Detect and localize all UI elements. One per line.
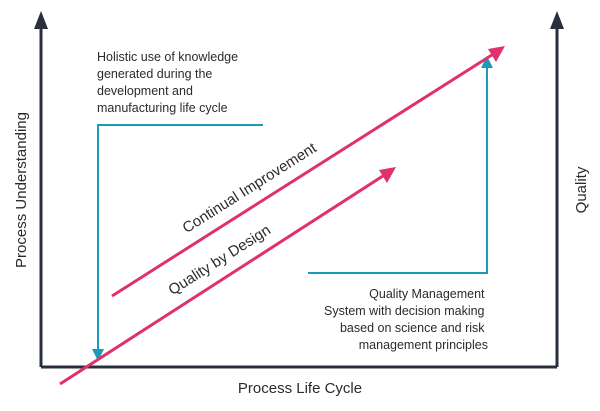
axes bbox=[34, 11, 564, 369]
qms-note-line-4: management principles bbox=[359, 338, 488, 352]
qms-note-line-1: Quality Management bbox=[369, 287, 485, 301]
quality-by-design-label: Quality by Design bbox=[165, 222, 273, 299]
teal-connectors bbox=[92, 56, 493, 361]
qms-connector-arrowhead bbox=[481, 56, 493, 68]
x-axis-label: Process Life Cycle bbox=[238, 380, 362, 397]
knowledge-connector-line bbox=[97, 124, 263, 350]
knowledge-connector-arrowhead bbox=[92, 349, 104, 361]
continual-improvement-arrow-shaft bbox=[111, 51, 496, 298]
qms-connector-line bbox=[308, 67, 488, 274]
knowledge-note-line-1: Holistic use of knowledge bbox=[97, 50, 238, 64]
y-right-axis-label: Quality bbox=[573, 166, 590, 213]
pink-arrows bbox=[59, 46, 505, 386]
knowledge-note-line-3: development and bbox=[97, 84, 193, 98]
qms-note-line-3: based on science and risk bbox=[340, 321, 485, 335]
knowledge-note: Holistic use of knowledge generated duri… bbox=[97, 50, 242, 115]
left-axis-arrowhead bbox=[34, 11, 48, 29]
knowledge-note-line-2: generated during the bbox=[97, 67, 212, 81]
qms-note-line-2: System with decision making bbox=[324, 304, 485, 318]
y-left-axis-label: Process Understanding bbox=[13, 112, 30, 268]
quality-by-design-arrowhead bbox=[379, 167, 396, 183]
quality-by-design-arrow-shaft bbox=[59, 172, 387, 386]
right-axis-arrowhead bbox=[550, 11, 564, 29]
continual-improvement-arrowhead bbox=[488, 46, 505, 62]
knowledge-note-line-4: manufacturing life cycle bbox=[97, 101, 228, 115]
continual-improvement-label: Continual Improvement bbox=[180, 139, 321, 237]
qms-note: Quality Management System with decision … bbox=[324, 287, 488, 352]
